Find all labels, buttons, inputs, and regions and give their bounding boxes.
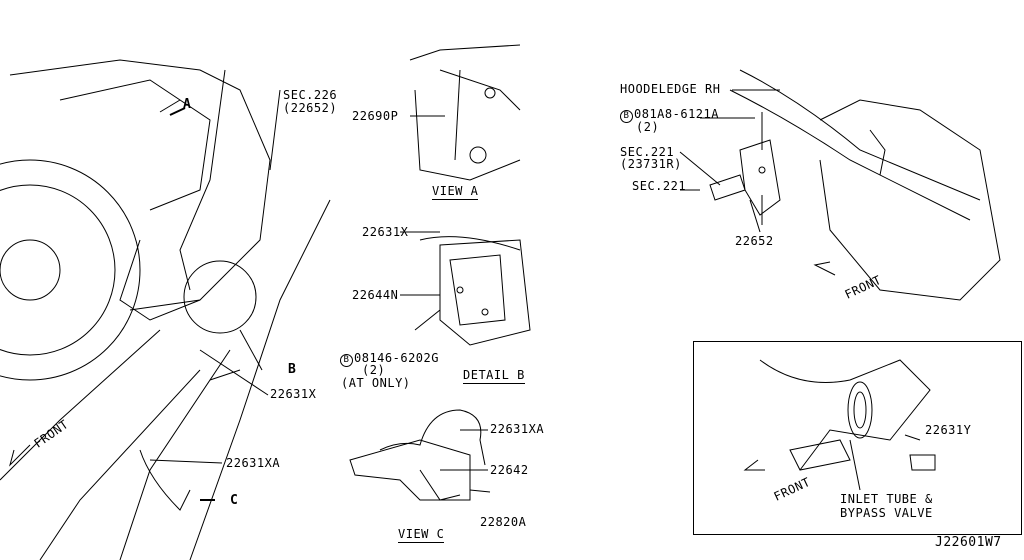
view-c-marker: C [230, 493, 239, 508]
bypass-valve-label: BYPASS VALVE [840, 506, 933, 520]
leader-lines [149, 89, 921, 491]
sec-226-part-label: (22652) [283, 101, 338, 115]
view-c-illustration [349, 409, 491, 501]
inset-illustration [759, 359, 936, 471]
bolt-qty: (2) [636, 120, 660, 134]
bolt-note: (AT ONLY) [341, 376, 411, 390]
bolt-symbol: B [620, 110, 633, 123]
detail-b-title: DETAIL B [463, 368, 525, 384]
sec-221-label: SEC.221 [620, 145, 675, 159]
part-22644n-label: 22644N [352, 288, 399, 302]
view-a-marker: A [183, 97, 192, 112]
detail-b-illustration [414, 236, 531, 346]
view-a-title: VIEW A [432, 184, 479, 200]
view-c-title: VIEW C [398, 527, 445, 543]
bolt-symbol: B [340, 354, 353, 367]
part-22631x-label: 22631X [270, 387, 317, 401]
bolt-qty: (2) [362, 363, 386, 377]
sec-221-part-label: (23731R) [620, 157, 682, 171]
part-22690p-label: 22690P [352, 109, 399, 123]
bolt-part-number: 081A8-6121A [634, 107, 719, 121]
inset-frame [693, 341, 1022, 535]
part-22631y-label: 22631Y [925, 423, 972, 437]
diagram-code: J22601W7 [935, 535, 1002, 550]
inlet-tube-label: INLET TUBE & [840, 492, 933, 506]
view-c-part-22631xa-label: 22631XA [490, 422, 545, 436]
part-22631xa-label: 22631XA [226, 456, 281, 470]
sec-226-label: SEC.226 [283, 88, 338, 102]
sec-221-bolt-label: SEC.221 [632, 179, 687, 193]
detail-b-marker: B [288, 362, 297, 377]
bolt-part-number: 08146-6202G [354, 351, 439, 365]
hoodledge-label: HOODELEDGE RH [620, 82, 721, 96]
engine-illustration [0, 59, 331, 560]
view-a-illustration [409, 44, 521, 181]
detail-b-part-22631x-label: 22631X [362, 225, 409, 239]
part-22642-label: 22642 [490, 463, 529, 477]
hood-illustration [709, 69, 1001, 301]
part-22652-label: 22652 [735, 234, 774, 248]
part-22820a-label: 22820A [480, 515, 527, 529]
front-arrows [9, 107, 836, 501]
